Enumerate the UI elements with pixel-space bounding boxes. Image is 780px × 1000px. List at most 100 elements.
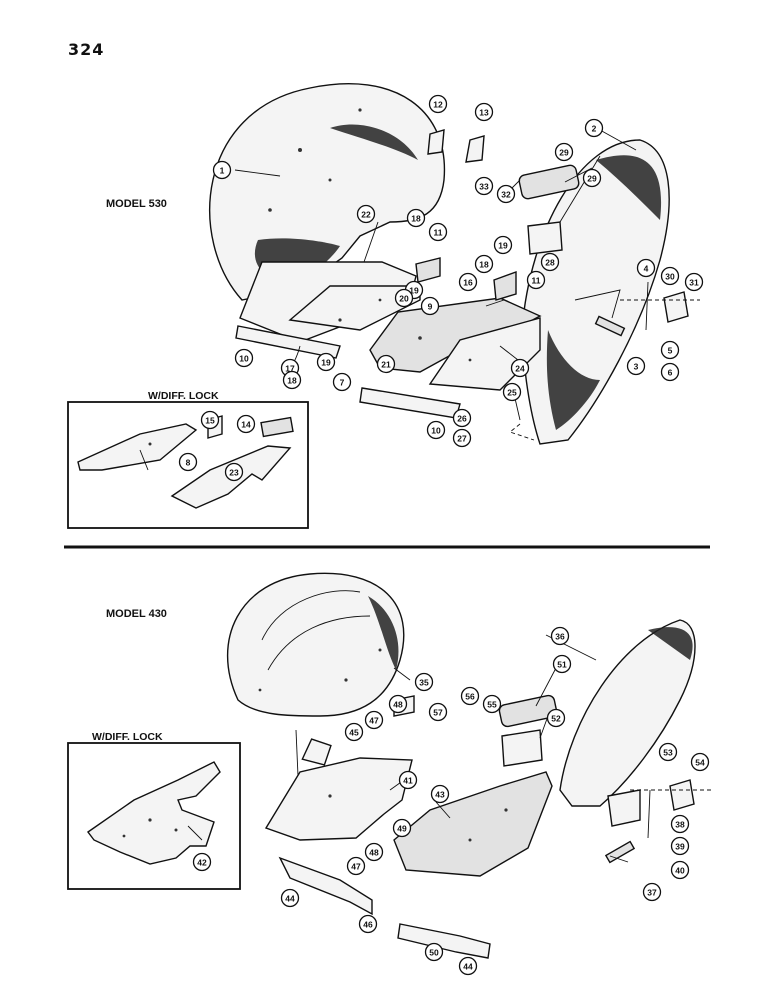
floor-plates-530	[235, 257, 542, 419]
m530-callout-13: 12	[433, 100, 443, 110]
m530-callout-1: 2	[592, 124, 597, 134]
m430-callout-circle-19	[552, 654, 572, 674]
m530-callout-circle-27	[356, 204, 376, 224]
m530-callout-18: 17	[285, 364, 295, 374]
m530-callout-circle-36	[660, 266, 680, 286]
m530-callout-circle-6	[332, 372, 352, 392]
m530-callout-9: 10	[239, 354, 249, 364]
m530-callout-circle-9	[234, 348, 254, 368]
m530-callout-0: 1	[220, 166, 225, 176]
m530-callout-circle-38	[496, 184, 516, 204]
m530-callout-circle-15	[236, 414, 256, 434]
m430-callout-circle-20	[546, 708, 566, 728]
m430-callout-circle-23	[482, 694, 502, 714]
m430-callout-7: 42	[197, 858, 207, 868]
inset-box-430	[67, 742, 241, 890]
right-fender-430	[559, 619, 712, 864]
m530-callout-circle-7	[178, 452, 198, 472]
m530-callout-30: 25	[507, 388, 517, 398]
m530-callout-24: 19	[409, 286, 419, 296]
floor-plates-430	[264, 694, 558, 959]
m430-callout-circle-8	[430, 784, 450, 804]
m530-callout-circle-16	[200, 410, 220, 430]
m530-callout-circle-3	[636, 258, 656, 278]
m530-callout-circle-29	[510, 358, 530, 378]
m530-callout-circle-25	[394, 288, 414, 308]
m530-callout-25: 20	[399, 294, 409, 304]
left-fender-430	[226, 572, 405, 717]
m530-callout-circle-34	[582, 168, 602, 188]
m530-callout-circle-39	[474, 176, 494, 196]
m430-callout-13: 47	[369, 716, 379, 726]
m530-callout-10: 10	[431, 426, 441, 436]
m430-callout-16: 48	[369, 848, 379, 858]
m530-callout-20: 18	[411, 214, 421, 224]
m530-callout-4: 5	[668, 346, 673, 356]
m530-callout-circle-2	[626, 356, 646, 376]
inset-title-430: W/DIFF. LOCK	[92, 731, 163, 743]
m530-callout-circle-20	[406, 208, 426, 228]
m530-callout-circle-23	[493, 235, 513, 255]
m430-callout-circle-16	[364, 842, 384, 862]
m430-callout-circle-22	[690, 752, 710, 772]
m530-callout-38: 32	[501, 190, 511, 200]
m530-callout-37: 31	[689, 278, 699, 288]
page-number: 324	[68, 40, 105, 59]
m530-callout-circle-28	[224, 462, 244, 482]
m430-callout-21: 53	[663, 748, 673, 758]
seat-supports-530	[427, 129, 700, 441]
m430-callout-circle-5	[670, 860, 690, 880]
m530-callout-circle-35	[554, 142, 574, 162]
m530-callout-circle-30	[502, 382, 522, 402]
right-fender-530	[521, 139, 670, 445]
m530-callout-22: 19	[321, 358, 331, 368]
m430-callout-11: 45	[349, 728, 359, 738]
m530-callout-circle-10	[426, 420, 446, 440]
m530-callout-33: 28	[545, 258, 555, 268]
m530-callout-circle-33	[540, 252, 560, 272]
m430-callout-24: 56	[465, 692, 475, 702]
m530-callout-11: 11	[434, 228, 443, 238]
m430-callout-circle-4	[670, 836, 690, 856]
m430-callout-circle-9	[280, 888, 300, 908]
m430-callout-circle-15	[388, 694, 408, 714]
m530-callout-15: 14	[241, 420, 251, 430]
m530-callout-circle-32	[452, 428, 472, 448]
m530-callout-circle-5	[660, 362, 680, 382]
m430-callout-0: 35	[419, 678, 429, 688]
m430-callout-14: 47	[351, 862, 361, 872]
m430-callout-5: 40	[675, 866, 685, 876]
m530-callout-7: 8	[186, 458, 191, 468]
m430-callout-circle-6	[398, 770, 418, 790]
m530-callout-circle-31	[452, 408, 472, 428]
m530-callout-23: 19	[498, 241, 508, 251]
m430-callout-circle-7	[192, 852, 212, 872]
m530-callout-circle-1	[584, 118, 604, 138]
m430-callout-circle-10	[458, 956, 478, 976]
m530-callout-35: 29	[559, 148, 569, 158]
m530-callout-5: 6	[668, 368, 673, 378]
m530-callout-17: 16	[463, 278, 473, 288]
m530-callout-26: 21	[381, 360, 391, 370]
m430-callout-3: 38	[675, 820, 685, 830]
m530-callout-circle-19	[282, 370, 302, 390]
m430-callout-2: 37	[647, 888, 657, 898]
m430-callout-circle-24	[460, 686, 480, 706]
m430-callout-circle-12	[358, 914, 378, 934]
m530-callout-31: 26	[457, 414, 467, 424]
m530-callout-28: 23	[229, 468, 239, 478]
m430-callout-23: 55	[487, 700, 497, 710]
m530-callout-8: 9	[428, 302, 433, 312]
m430-callout-circle-13	[364, 710, 384, 730]
m430-callout-15: 48	[393, 700, 403, 710]
m430-callout-9: 44	[285, 894, 295, 904]
m430-callout-20: 52	[551, 714, 561, 724]
m430-callout-circle-0	[414, 672, 434, 692]
m430-callout-19: 51	[557, 660, 567, 670]
m430-callout-8: 43	[435, 790, 445, 800]
model-530-label: MODEL 530	[106, 198, 167, 210]
m530-callout-32: 27	[457, 434, 467, 444]
m530-callout-6: 7	[340, 378, 345, 388]
m430-callout-circle-18	[424, 942, 444, 962]
